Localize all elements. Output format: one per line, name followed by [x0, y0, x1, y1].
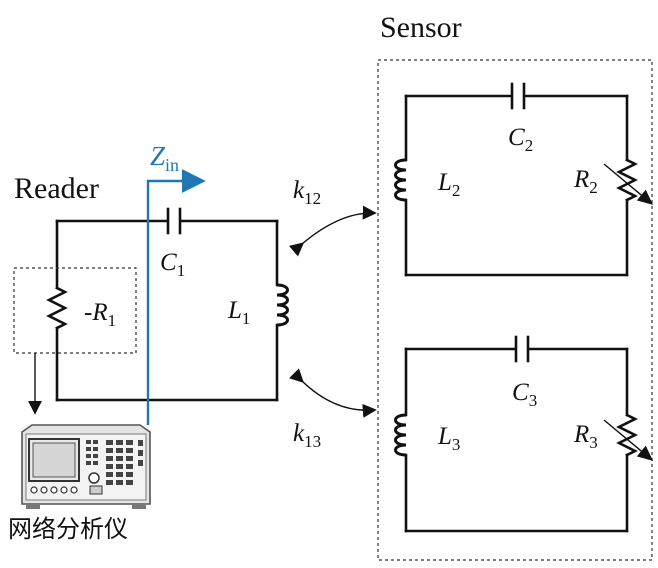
l1-label: L1	[227, 297, 250, 328]
network-analyzer-icon	[22, 425, 150, 509]
c1-label: C1	[160, 249, 185, 280]
k13-label: k13	[293, 420, 321, 451]
svg-text:k12: k12	[293, 177, 321, 208]
svg-text:Zin: Zin	[150, 141, 179, 175]
svg-text:C3: C3	[512, 379, 537, 410]
r1-label: -R1	[84, 299, 116, 330]
zin-label: Zin	[150, 141, 179, 175]
l2-label: L2	[437, 169, 460, 200]
svg-text:k13: k13	[293, 420, 321, 451]
l3-label: L3	[437, 423, 460, 454]
svg-text:C1: C1	[160, 249, 185, 280]
negative-resistance-box	[14, 268, 136, 353]
svg-text:L3: L3	[437, 423, 460, 454]
zin-arrow	[148, 181, 201, 425]
sensor-circuit-3	[396, 337, 653, 531]
svg-text:R2: R2	[573, 166, 598, 197]
sensor-circuit-2	[396, 84, 653, 275]
analyzer-label: 网络分析仪	[8, 515, 128, 543]
svg-text:L2: L2	[437, 169, 460, 200]
c2-label: C2	[508, 124, 533, 155]
k12-label: k12	[293, 177, 321, 208]
svg-text:L1: L1	[227, 297, 250, 328]
svg-text:C2: C2	[508, 124, 533, 155]
r2-label: R2	[573, 166, 598, 197]
coupling-arrow-k13	[302, 381, 374, 410]
c3-label: C3	[512, 379, 537, 410]
sensor-title: Sensor	[380, 11, 462, 44]
reader-title: Reader	[14, 172, 99, 205]
svg-text:-R1: -R1	[84, 299, 116, 330]
r3-label: R3	[573, 421, 598, 452]
coupling-arrow-k12	[302, 213, 374, 244]
svg-text:R3: R3	[573, 421, 598, 452]
